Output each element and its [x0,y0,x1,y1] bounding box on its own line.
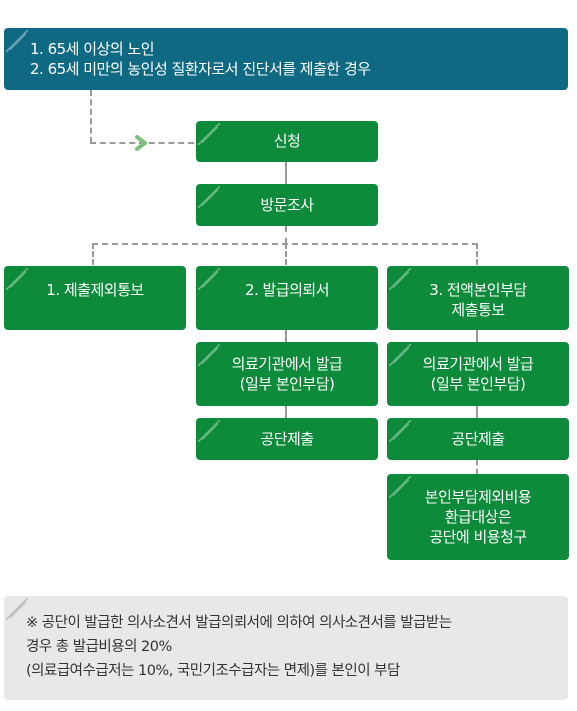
branch-1-title: 1. 제출제외통보 [4,266,186,330]
eligibility-line-1: 1. 65세 이상의 노인 [30,39,155,58]
connector-b3-title-issue [476,330,478,342]
branch-2-submit: 공단제출 [196,418,378,460]
connector-visit-down [285,226,287,244]
connector-apply-to-visit [285,162,287,184]
connector-eligibility-down [90,90,92,143]
note-line-1: ※ 공단이 발급한 의사소견서 발급의뢰서에 의하여 의사소견서를 발급받는 [26,615,452,632]
connector-branch-2 [285,243,287,265]
eligibility-line-2: 2. 65세 미만의 농인성 질환자로서 진단서를 제출한 경우 [30,60,371,78]
chevron-right-icon [135,135,147,151]
connector-b3-submit-refund [476,460,478,474]
eligibility-box: 1. 65세 이상의 노인 2. 65세 미만의 농인성 질환자로서 진단서를 … [4,28,568,90]
branch-2-title: 2. 발급의뢰서 [196,266,378,330]
branch-3-refund-line-2: 환급대상은 [444,507,512,526]
branch-3-issue-line-1: 의료기관에서 발급 [422,354,534,373]
branch-3-submit-label: 공단제출 [451,429,505,448]
note-line-2: 경우 총 발급비용의 20% [26,639,172,656]
connector-branch-3 [476,243,478,265]
step-apply-label: 신청 [273,132,301,151]
connector-b2-title-issue [285,330,287,342]
branch-2-issue-line-1: 의료기관에서 발급 [231,354,343,373]
step-visit: 방문조사 [196,184,378,226]
branch-3-title-line-2: 제출통보 [451,301,505,320]
connector-branch-1 [92,243,94,265]
branch-3-title-line-1: 3. 전액본인부담 [429,281,527,299]
branch-2-issue-line-2: (일부 본인부담) [239,375,335,393]
branch-3-issue: 의료기관에서 발급 (일부 본인부담) [387,342,569,406]
branch-3-title: 3. 전액본인부담 제출통보 [387,266,569,330]
branch-3-refund-line-1: 본인부담제외비용 [424,487,532,506]
note-box: ※ 공단이 발급한 의사소견서 발급의뢰서에 의하여 의사소견서를 발급받는 경… [4,596,568,700]
connector-b2-issue-submit [285,406,287,418]
branch-3-issue-line-2: (일부 본인부담) [430,375,526,393]
branch-2-submit-label: 공단제출 [260,429,314,448]
branch-2-issue: 의료기관에서 발급 (일부 본인부담) [196,342,378,406]
branch-3-submit: 공단제출 [387,418,569,460]
branch-3-refund: 본인부담제외비용 환급대상은 공단에 비용청구 [387,474,569,560]
note-line-3: (의료급여수급저는 10%, 국민기조수급자는 면제)를 본인이 부담 [26,662,400,679]
branch-1-title-label: 1. 제출제외통보 [46,281,144,299]
connector-b3-issue-submit [476,406,478,418]
branch-2-title-label: 2. 발급의뢰서 [244,281,330,299]
step-visit-label: 방문조사 [260,195,314,214]
branch-3-refund-line-3: 공단에 비용청구 [429,528,527,547]
step-apply: 신청 [196,121,378,162]
